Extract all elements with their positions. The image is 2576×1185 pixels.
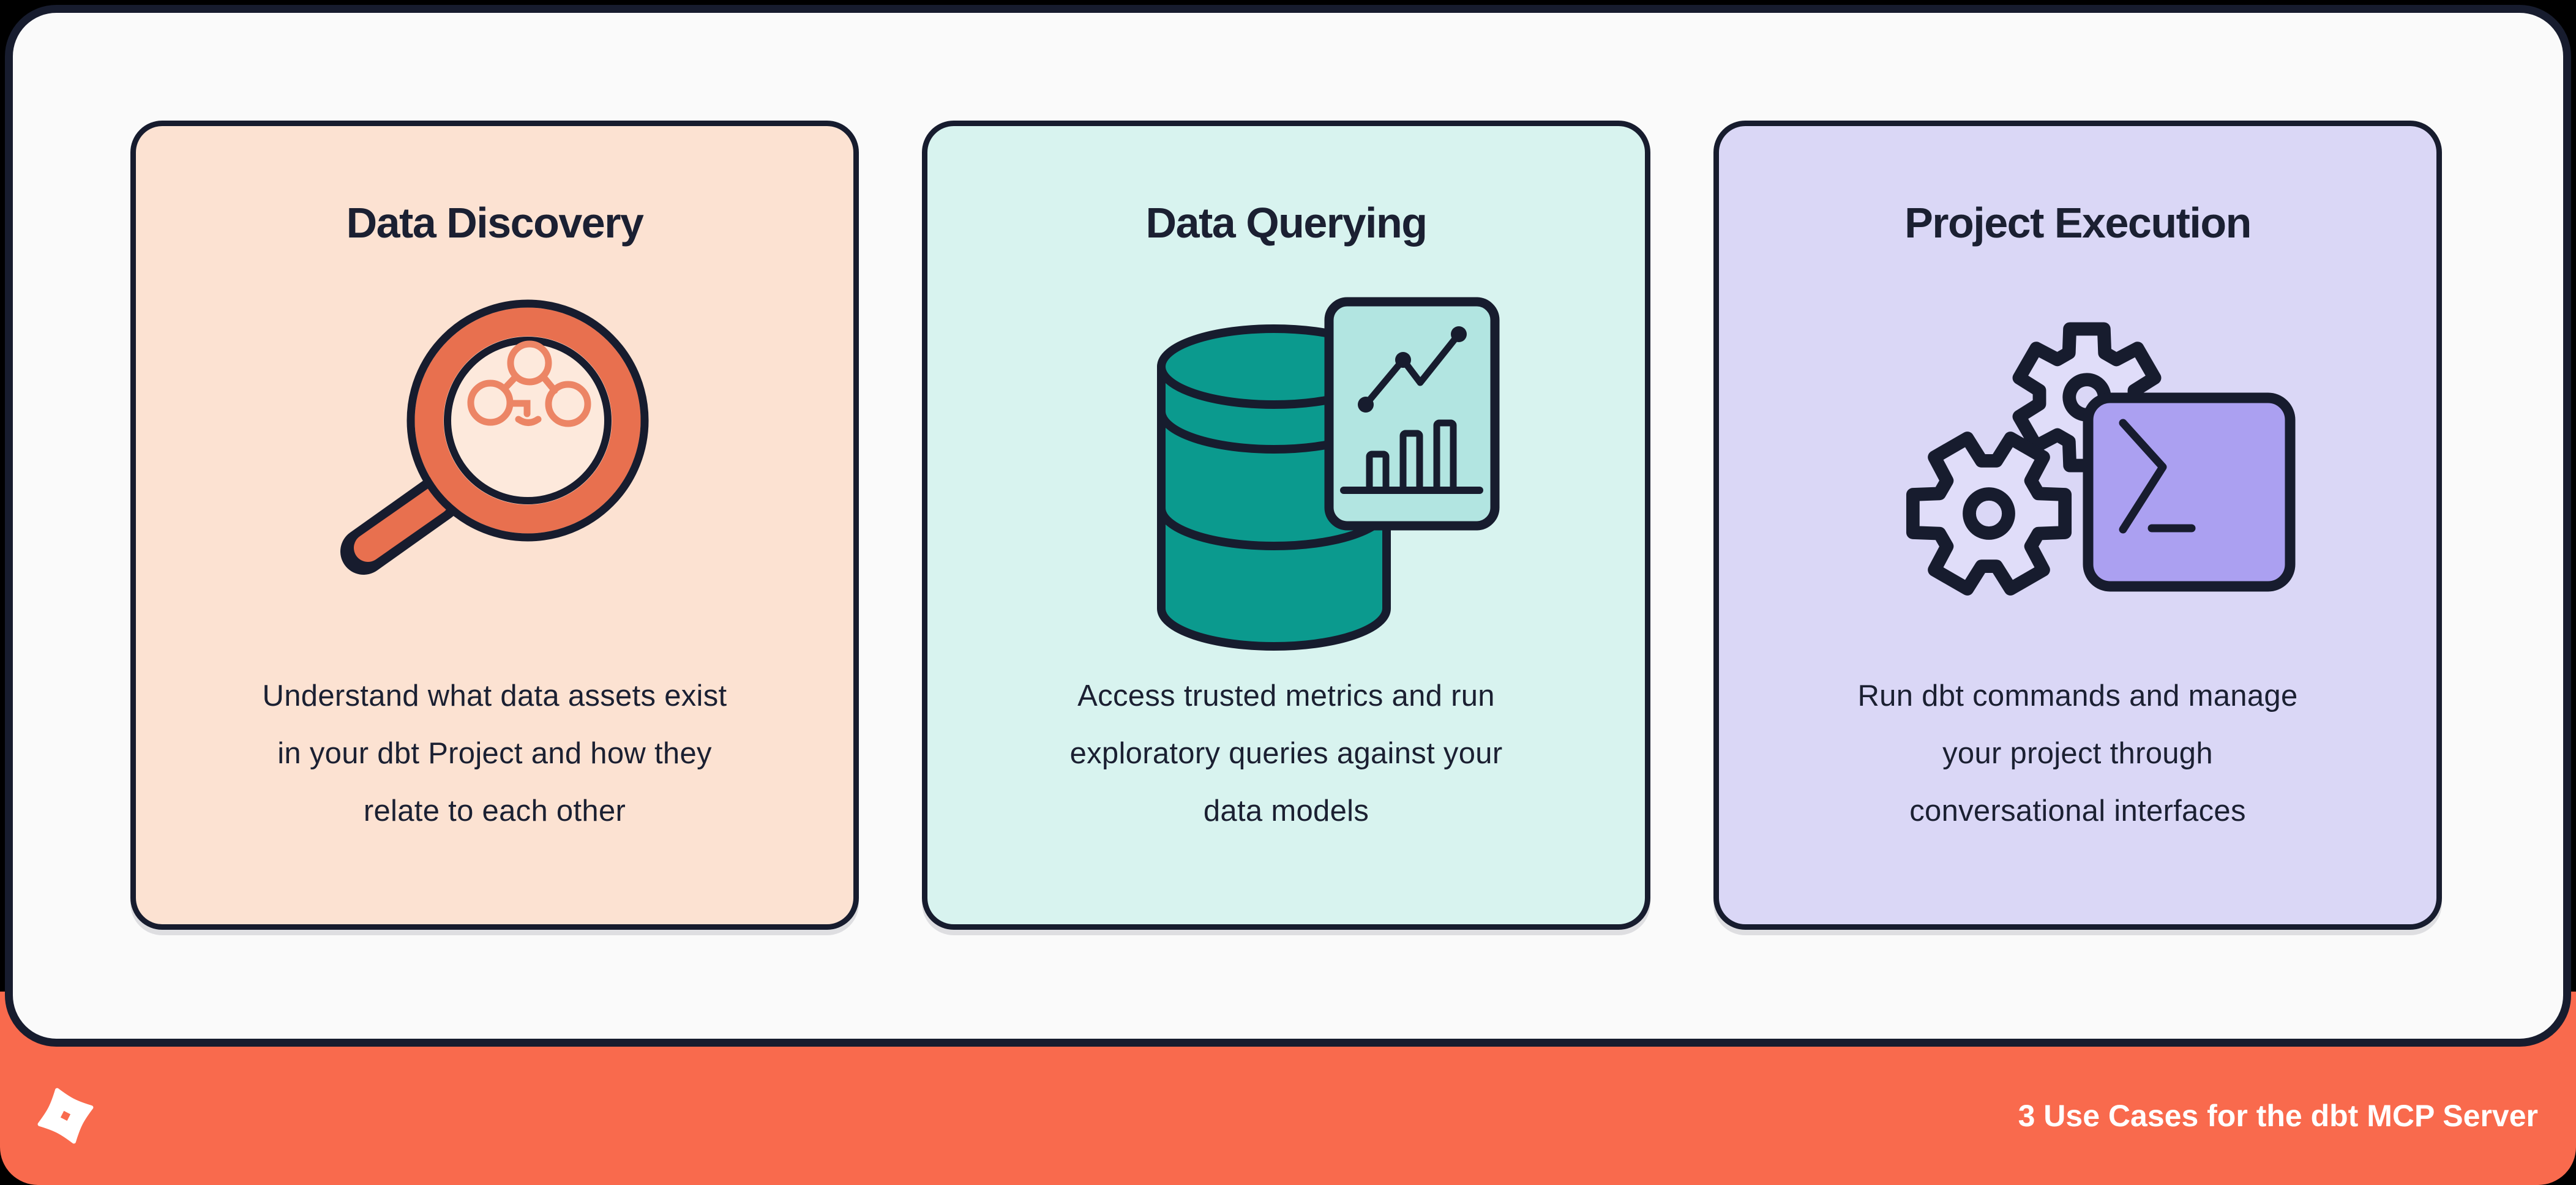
card-data-discovery: Data Discovery Understand what data ass bbox=[130, 121, 859, 930]
description-line: Understand what data assets exist bbox=[262, 679, 727, 712]
description-line: relate to each other bbox=[363, 794, 626, 828]
description-line: your project through bbox=[1942, 737, 2213, 770]
terminal-icon bbox=[2083, 392, 2296, 592]
card-description: Understand what data assets exist in you… bbox=[136, 667, 853, 840]
lineage-dag-icon bbox=[467, 340, 591, 427]
footer-title: 3 Use Cases for the dbt MCP Server bbox=[2018, 1099, 2538, 1133]
chart-panel-icon bbox=[1324, 297, 1500, 531]
description-line: exploratory queries against your bbox=[1069, 737, 1503, 770]
line-chart-icon bbox=[1362, 331, 1462, 408]
card-description: Access trusted metrics and run explorato… bbox=[927, 667, 1645, 840]
card-title: Data Discovery bbox=[346, 199, 644, 247]
card-description: Run dbt commands and manage your project… bbox=[1719, 667, 2436, 840]
footer-bar: 3 Use Cases for the dbt MCP Server bbox=[0, 1047, 2576, 1185]
card-title: Project Execution bbox=[1904, 199, 2252, 247]
description-line: data models bbox=[1203, 794, 1369, 828]
dbt-logo bbox=[37, 1088, 94, 1144]
database-analytics-icon bbox=[1157, 297, 1500, 651]
card-project-execution: Project Execution R bbox=[1713, 121, 2442, 930]
description-line: conversational interfaces bbox=[1909, 794, 2246, 828]
description-line: Access trusted metrics and run bbox=[1077, 679, 1495, 712]
description-line: Run dbt commands and manage bbox=[1857, 679, 2298, 712]
card-title: Data Querying bbox=[1145, 199, 1428, 247]
prompt-chevron-icon bbox=[2119, 419, 2167, 534]
description-line: in your dbt Project and how they bbox=[277, 737, 712, 770]
card-data-querying: Data Querying bbox=[922, 121, 1650, 930]
gears-terminal-icon bbox=[1906, 322, 2296, 596]
magnifying-glass-lineage-icon bbox=[340, 299, 649, 575]
